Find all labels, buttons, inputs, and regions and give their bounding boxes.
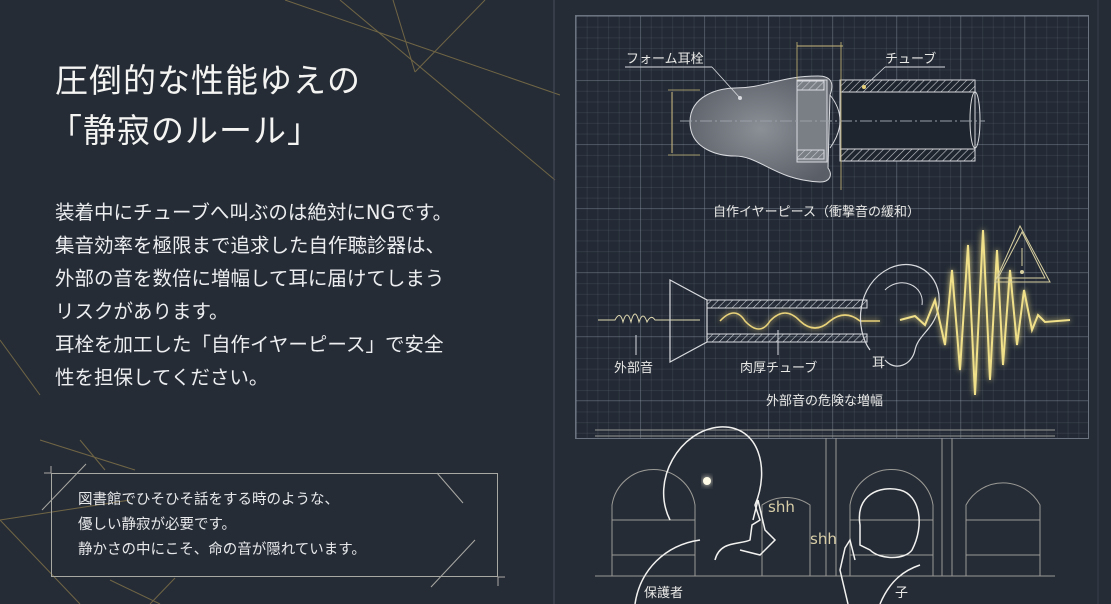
label-ear: 耳	[872, 356, 886, 371]
quote-line: 静かさの中にこそ、命の音が隠れています。	[78, 542, 366, 558]
quote-line: 図書館でひそひそ話をする時のような、	[78, 492, 339, 508]
earpiece-diagram	[625, 42, 985, 190]
body-line: 装着中にチューブへ叫ぶのは絶対にNGです。	[55, 201, 453, 224]
guardian-figure	[634, 426, 777, 604]
warning-triangle-icon	[994, 224, 1051, 283]
shh-guardian: shh	[768, 498, 795, 516]
body-line: 耳栓を加工した「自作イヤーピース」で安全	[55, 333, 444, 356]
amplification-diagram	[598, 224, 1071, 396]
body-line: 外部の音を数倍に増幅して耳に届けてしまう	[55, 267, 445, 290]
label-tube: チューブ	[885, 52, 937, 67]
label-guardian: 保護者	[644, 586, 684, 601]
child-figure	[839, 488, 921, 604]
body-line: 集音効率を極限まで追求した自作聴診器は、	[55, 234, 446, 257]
title-line-1: 圧倒的な性能ゆえの	[55, 61, 361, 100]
body-line: 性を担保してください。	[55, 366, 269, 389]
label-external-sound: 外部音	[614, 361, 654, 376]
quote-box	[51, 473, 498, 577]
label-child: 子	[895, 586, 909, 601]
label-thick-tube: 肉厚チューブ	[740, 361, 818, 376]
library-scene	[595, 429, 1055, 577]
quote-text: 図書館でひそひそ話をする時のような、 優しい静寂が必要です。 静かさの中にこそ、…	[78, 488, 366, 563]
label-foam-earplug: フォーム耳栓	[626, 52, 704, 67]
body-line: リスクがあります。	[55, 300, 229, 323]
shh-child: shh	[810, 530, 837, 548]
body-paragraph: 装着中にチューブへ叫ぶのは絶対にNGです。 集音効率を極限まで追求した自作聴診器…	[55, 196, 452, 394]
page-title: 圧倒的な性能ゆえの 「静寂のルール」	[49, 56, 361, 156]
caption-earpiece: 自作イヤーピース（衝撃音の緩和）	[713, 205, 920, 220]
title-line-2: 「静寂のルール」	[49, 111, 321, 150]
caption-amplification: 外部音の危険な増幅	[766, 394, 884, 409]
quote-line: 優しい静寂が必要です。	[78, 517, 237, 533]
